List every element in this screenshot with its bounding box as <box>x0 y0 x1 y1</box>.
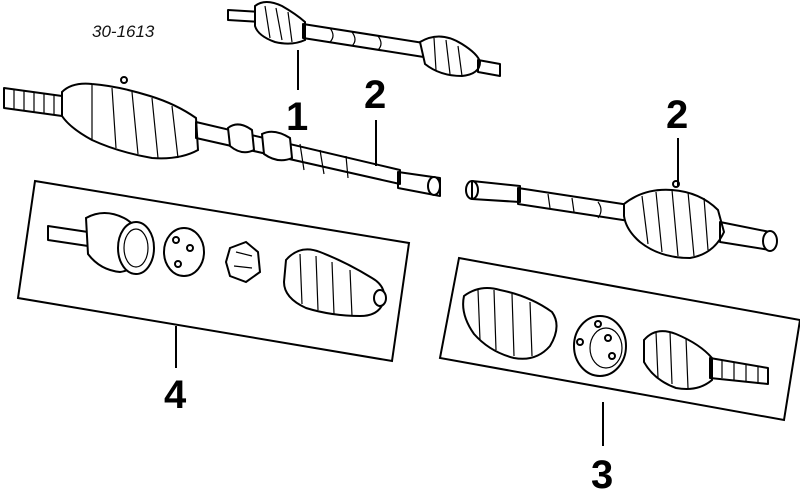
callout-2-right: 2 <box>666 93 688 137</box>
callout-2-left: 2 <box>364 73 386 117</box>
repair-kit-panel-3 <box>438 256 800 422</box>
callout-4: 4 <box>164 373 187 417</box>
callout-3: 3 <box>591 453 613 497</box>
axle-shaft-assembly-right <box>465 180 778 260</box>
callout-1: 1 <box>286 95 308 139</box>
axle-shaft-assembly-left <box>3 76 441 197</box>
reference-number: 30-1613 <box>92 22 155 41</box>
axle-shaft-assembly-small <box>227 1 501 78</box>
repair-kit-panel-4 <box>16 179 411 363</box>
